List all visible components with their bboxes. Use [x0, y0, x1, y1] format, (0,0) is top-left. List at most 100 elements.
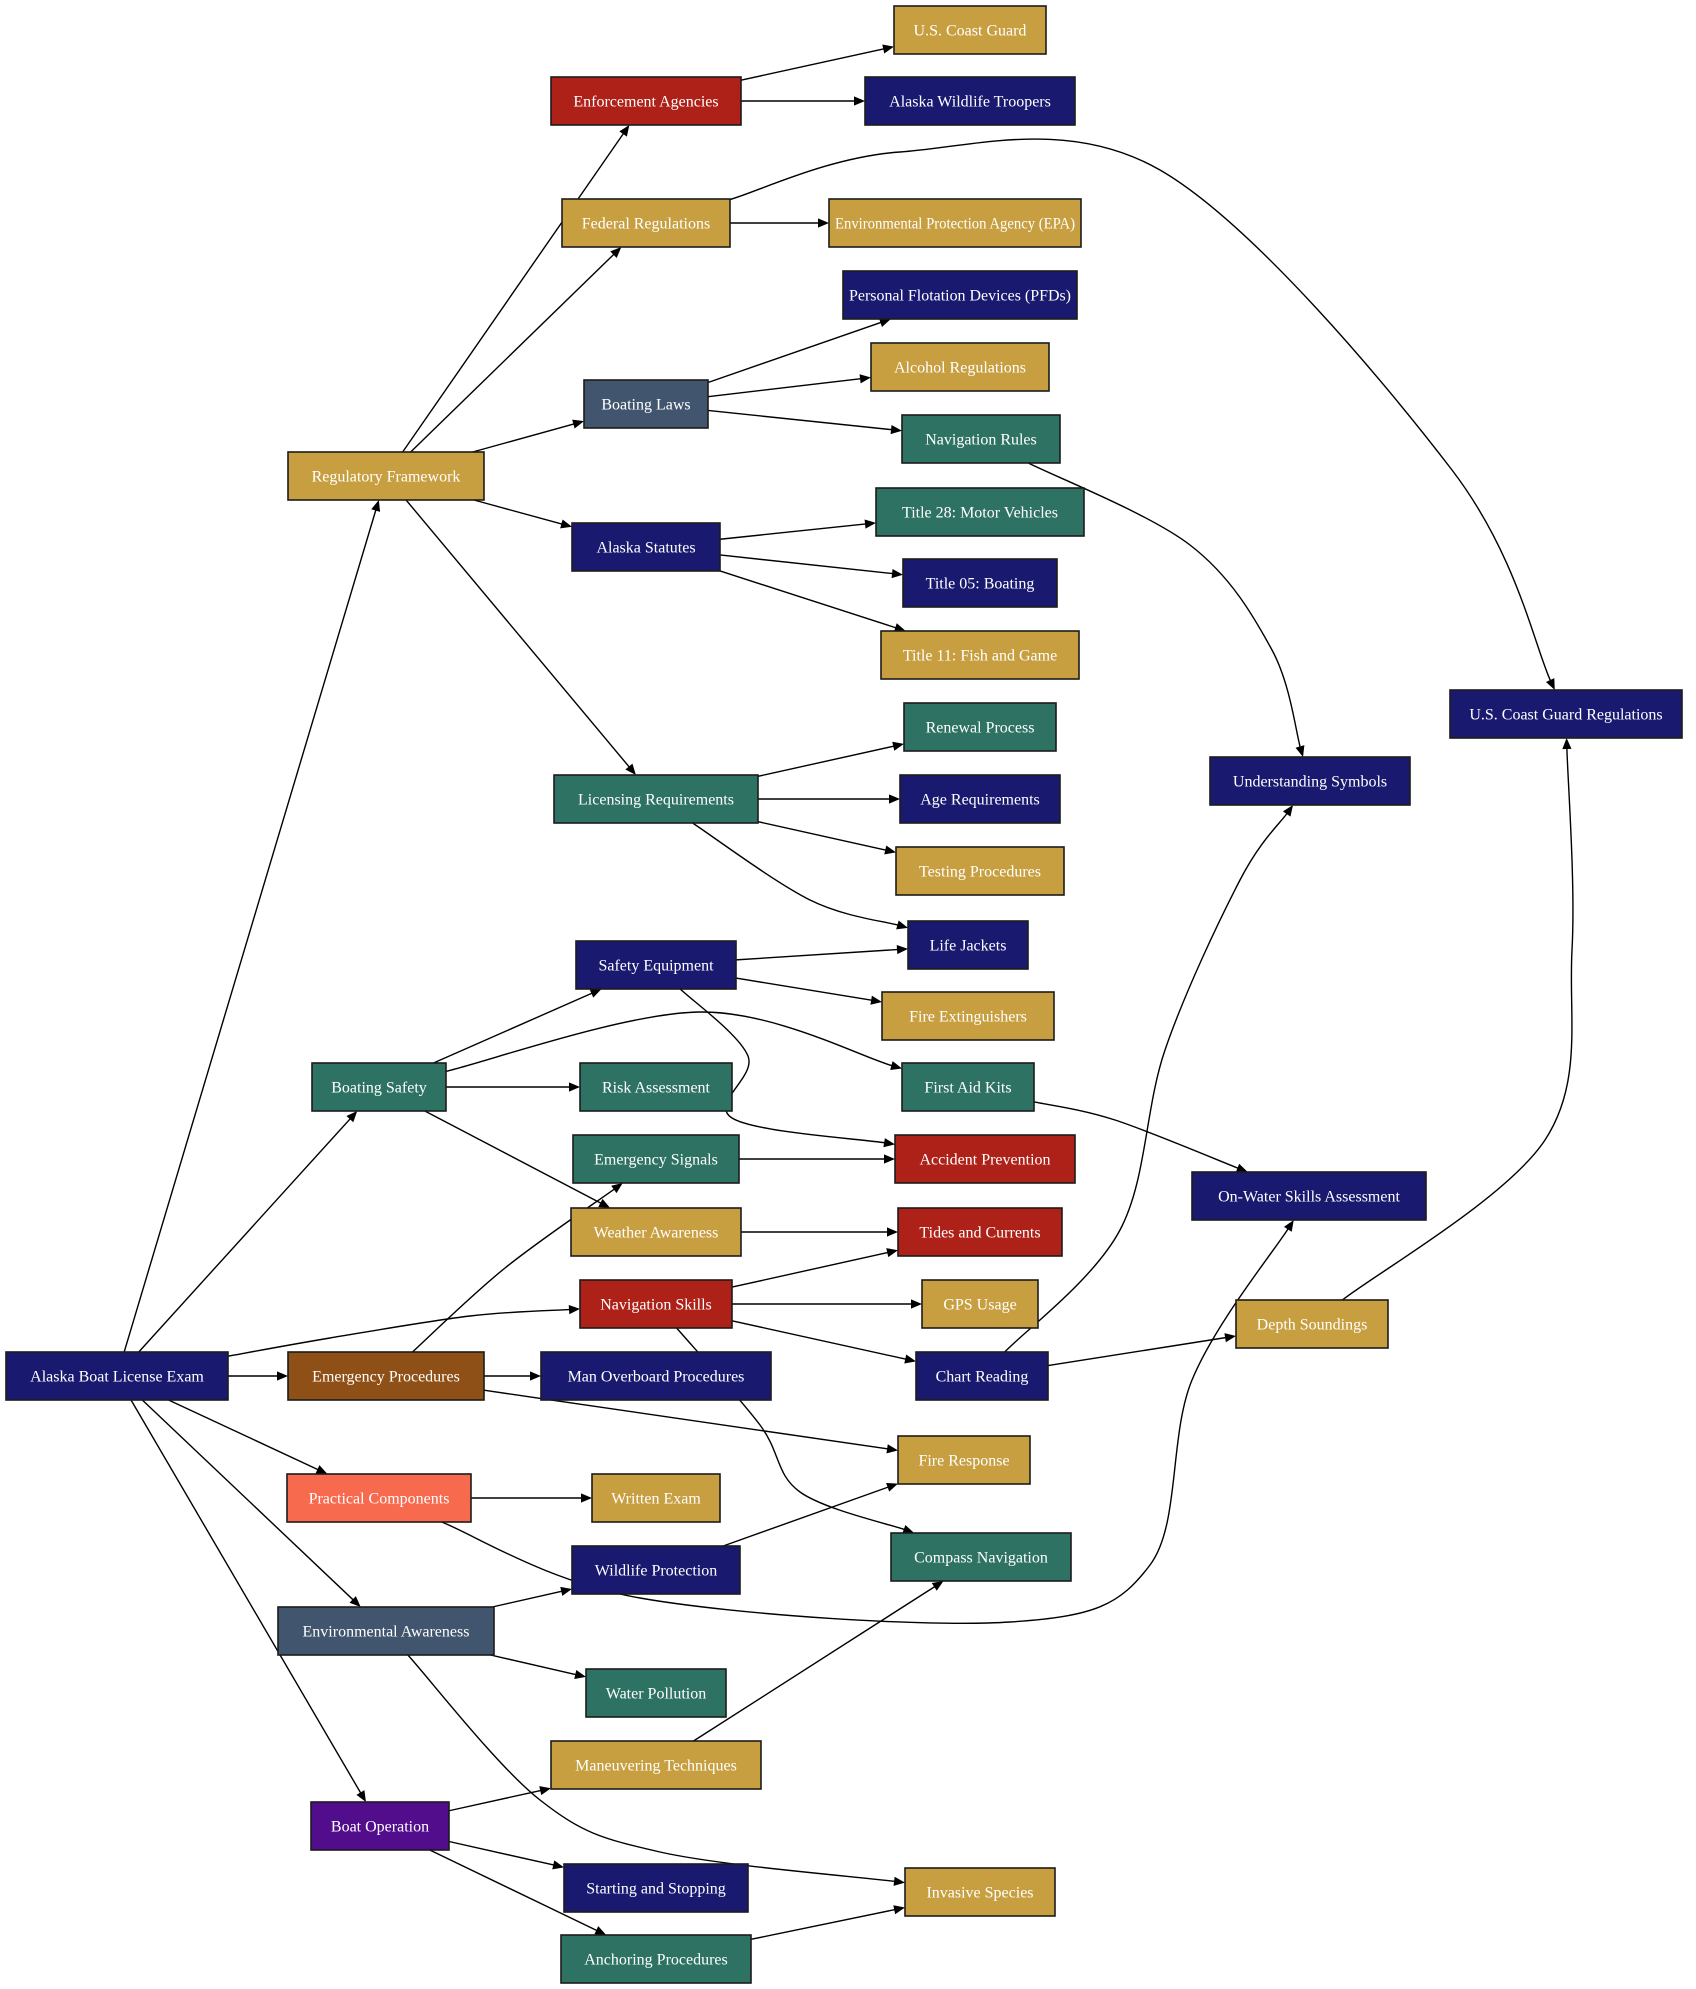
arrowhead-chart_reading-to-understanding_symbols [1282, 805, 1294, 817]
node-alaska_statutes: Alaska Statutes [571, 522, 721, 572]
node-box-licensing_requirements [553, 774, 759, 824]
edge-licensing_requirements-to-life_jackets [692, 822, 900, 927]
edge-boat_operation-to-maneuvering_techniques [448, 1789, 543, 1812]
node-us_coast_guard: U.S. Coast Guard [893, 5, 1047, 55]
arrowhead-boating_safety-to-weather_awareness [598, 1198, 611, 1208]
arrowhead-boating_safety-to-first_aid_kits [890, 1061, 902, 1070]
node-label-man_overboard: Man Overboard Procedures [568, 1369, 745, 1386]
edge-regulatory_framework-to-federal_regulations [410, 252, 616, 453]
arrowhead-enforcement_agencies-to-alaska_wildlife_troopers [854, 96, 865, 106]
node-label-renewal_process: Renewal Process [926, 720, 1035, 737]
edge-regulatory_framework-to-boating_laws [472, 422, 576, 453]
node-licensing_requirements: Licensing Requirements [553, 774, 759, 824]
edges-layer [123, 44, 1574, 1941]
node-box-weather_awareness [570, 1207, 742, 1257]
node-label-first_aid_kits: First Aid Kits [924, 1080, 1011, 1097]
node-label-risk_assessment: Risk Assessment [602, 1080, 711, 1097]
edge-navigation_skills-to-tides_currents [731, 1251, 890, 1288]
node-box-epa [828, 198, 1082, 248]
node-box-compass_navigation [890, 1532, 1072, 1582]
node-box-first_aid_kits [901, 1062, 1035, 1112]
arrowhead-boating_laws-to-pfds [878, 318, 891, 327]
arrowhead-emergency_signals-to-accident_prevention [884, 1154, 895, 1164]
node-box-boating_laws [583, 379, 709, 429]
edge-boat_operation-to-anchoring_procedures [429, 1849, 599, 1932]
edge-regulatory_framework-to-enforcement_agencies [402, 131, 625, 453]
node-box-uscg_regulations [1449, 689, 1683, 739]
node-alaska_exam: Alaska Boat License Exam [5, 1351, 229, 1401]
arrowhead-licensing_requirements-to-life_jackets [896, 920, 908, 930]
node-label-starting_stopping: Starting and Stopping [586, 1881, 726, 1898]
arrowhead-safety_equipment-to-fire_extinguishers [870, 995, 882, 1005]
node-label-alaska_wildlife_troopers: Alaska Wildlife Troopers [889, 94, 1051, 111]
node-navigation_rules: Navigation Rules [901, 414, 1061, 464]
node-box-us_coast_guard [893, 5, 1047, 55]
node-label-boating_laws: Boating Laws [601, 397, 690, 414]
edge-alaska_statutes-to-title11 [719, 570, 898, 629]
arrowhead-boating_laws-to-navigation_rules [890, 425, 902, 435]
node-box-federal_regulations [561, 198, 731, 248]
edge-alaska_exam-to-environmental_awareness [141, 1399, 355, 1602]
node-label-title05: Title 05: Boating [926, 576, 1035, 593]
node-label-practical_components: Practical Components [309, 1491, 450, 1508]
edge-chart_reading-to-depth_soundings [1047, 1336, 1228, 1367]
node-renewal_process: Renewal Process [903, 702, 1057, 752]
node-label-water_pollution: Water Pollution [606, 1686, 706, 1703]
edge-alaska_exam-to-practical_components [168, 1399, 320, 1471]
edge-wildlife_protection-to-fire_response [722, 1485, 890, 1547]
arrowhead-boat_operation-to-anchoring_procedures [594, 1926, 607, 1935]
node-regulatory_framework: Regulatory Framework [287, 451, 485, 501]
edge-alaska_exam-to-boat_operation [130, 1399, 363, 1795]
node-epa: Environmental Protection Agency (EPA) [828, 198, 1082, 248]
edge-boating_safety-to-safety_equipment [433, 991, 594, 1064]
arrowhead-navigation_skills-to-gps_usage [911, 1299, 922, 1309]
node-label-title11: Title 11: Fish and Game [903, 648, 1057, 665]
arrowhead-wildlife_protection-to-fire_response [886, 1482, 898, 1492]
node-box-accident_prevention [894, 1134, 1076, 1184]
node-emergency_procedures: Emergency Procedures [287, 1351, 485, 1401]
arrowhead-safety_equipment-to-life_jackets [896, 944, 908, 955]
node-title11: Title 11: Fish and Game [880, 630, 1080, 680]
node-understanding_symbols: Understanding Symbols [1209, 756, 1411, 806]
edge-boating_laws-to-pfds [707, 321, 883, 384]
node-fire_response: Fire Response [897, 1435, 1031, 1485]
node-label-accident_prevention: Accident Prevention [919, 1152, 1050, 1169]
arrowhead-emergency_procedures-to-fire_response [886, 1444, 898, 1454]
node-label-environmental_awareness: Environmental Awareness [303, 1624, 470, 1641]
node-label-boat_operation: Boat Operation [331, 1819, 429, 1836]
arrowhead-chart_reading-to-depth_soundings [1224, 1333, 1236, 1343]
node-label-alcohol_regulations: Alcohol Regulations [894, 360, 1026, 377]
arrowhead-alaska_statutes-to-title11 [893, 623, 906, 632]
arrowhead-alaska_statutes-to-title05 [891, 568, 903, 579]
node-box-chart_reading [915, 1351, 1049, 1401]
node-label-fire_extinguishers: Fire Extinguishers [909, 1009, 1027, 1026]
node-label-navigation_rules: Navigation Rules [925, 432, 1037, 449]
arrowhead-enforcement_agencies-to-us_coast_guard [882, 44, 894, 54]
node-box-title11 [880, 630, 1080, 680]
arrowhead-regulatory_framework-to-boating_laws [572, 419, 584, 429]
arrowhead-alaska_statutes-to-title28 [864, 519, 876, 529]
edge-environmental_awareness-to-wildlife_protection [492, 1590, 564, 1608]
node-label-invasive_species: Invasive Species [926, 1885, 1033, 1902]
arrowhead-depth_soundings-to-uscg_regulations [1562, 738, 1572, 750]
node-box-boating_safety [311, 1062, 447, 1112]
edge-alaska_statutes-to-title28 [719, 523, 868, 540]
node-box-risk_assessment [579, 1062, 733, 1112]
node-box-man_overboard [540, 1351, 772, 1401]
edge-boating_laws-to-navigation_rules [707, 409, 894, 431]
edge-boating_safety-to-first_aid_kits [445, 1011, 894, 1073]
node-wildlife_protection: Wildlife Protection [571, 1545, 741, 1595]
arrowhead-boat_operation-to-maneuvering_techniques [539, 1786, 551, 1796]
node-label-depth_soundings: Depth Soundings [1257, 1317, 1368, 1334]
edge-licensing_requirements-to-renewal_process [757, 745, 896, 778]
edge-navigation_rules-to-understanding_symbols [1028, 462, 1302, 749]
node-label-enforcement_agencies: Enforcement Agencies [573, 94, 718, 111]
arrowhead-practical_components-to-onwater_assessment [1283, 1220, 1294, 1232]
node-label-pfds: Personal Flotation Devices (PFDs) [849, 288, 1071, 305]
node-box-gps_usage [921, 1279, 1039, 1329]
edge-maneuvering_techniques-to-compass_navigation [693, 1585, 937, 1742]
edge-alaska_exam-to-regulatory_framework [123, 508, 377, 1353]
edge-safety_equipment-to-life_jackets [735, 948, 900, 961]
node-uscg_regulations: U.S. Coast Guard Regulations [1449, 689, 1683, 739]
